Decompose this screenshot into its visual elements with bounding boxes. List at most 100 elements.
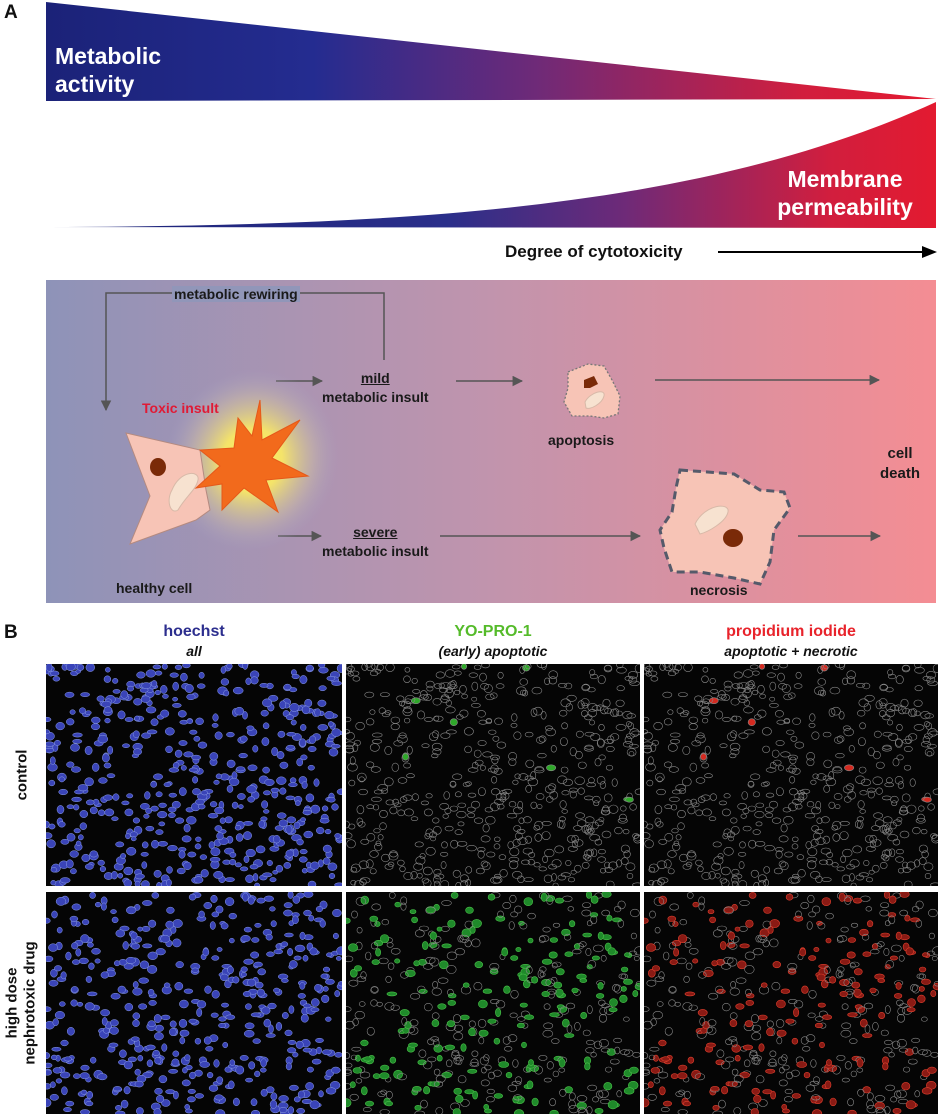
cell-blob bbox=[709, 793, 717, 801]
cell-blob bbox=[243, 926, 252, 933]
cell-blob bbox=[377, 834, 384, 841]
cell-blob bbox=[153, 1014, 162, 1024]
cell-blob bbox=[523, 877, 534, 882]
cell-blob bbox=[890, 1096, 897, 1103]
cell-blob bbox=[765, 767, 777, 773]
cell-blob bbox=[371, 796, 382, 802]
cell-blob bbox=[883, 947, 890, 956]
cell-blob bbox=[447, 1000, 457, 1006]
cell-blob bbox=[245, 1003, 252, 1010]
cell-blob bbox=[877, 941, 885, 948]
cell-blob bbox=[319, 817, 330, 824]
cell-blob bbox=[566, 1024, 573, 1034]
cell-blob bbox=[843, 796, 852, 803]
cell-blob bbox=[202, 948, 210, 957]
cell-blob bbox=[262, 872, 273, 878]
cell-blob bbox=[753, 1094, 762, 1103]
cell-blob bbox=[717, 690, 726, 699]
cell-blob bbox=[366, 833, 376, 842]
cell-blob bbox=[419, 690, 428, 699]
cell-blob bbox=[433, 880, 440, 886]
cell-blob bbox=[562, 778, 573, 786]
cell-blob bbox=[518, 973, 528, 982]
cell-blob bbox=[920, 829, 928, 835]
cell-blob bbox=[299, 738, 307, 747]
cell-blob bbox=[652, 965, 661, 972]
cell-blob bbox=[453, 1057, 461, 1065]
cell-blob bbox=[901, 1082, 911, 1091]
cell-blob bbox=[551, 1038, 560, 1044]
cell-blob bbox=[350, 670, 360, 677]
cell-blob bbox=[737, 960, 747, 970]
cell-blob bbox=[156, 882, 162, 886]
cell-blob bbox=[648, 867, 656, 873]
cell-blob bbox=[796, 854, 805, 860]
cell-blob bbox=[433, 715, 444, 722]
cell-blob bbox=[684, 1090, 691, 1100]
cell-blob bbox=[727, 732, 737, 741]
cell-blob bbox=[325, 1087, 337, 1095]
cell-blob bbox=[240, 966, 248, 973]
cell-blob bbox=[728, 1036, 738, 1042]
cell-blob bbox=[401, 753, 410, 763]
cell-blob bbox=[379, 1109, 390, 1114]
cell-blob bbox=[115, 841, 125, 848]
cell-blob bbox=[866, 877, 874, 883]
cell-blob bbox=[300, 1014, 309, 1023]
cell-blob bbox=[359, 1071, 371, 1079]
cell-blob bbox=[174, 664, 183, 670]
cell-blob bbox=[168, 1068, 179, 1074]
cell-blob bbox=[467, 812, 475, 819]
cell-blob bbox=[349, 1093, 359, 1101]
cell-blob bbox=[151, 892, 160, 899]
cell-blob bbox=[151, 839, 159, 849]
cell-blob bbox=[155, 791, 163, 798]
cell-blob bbox=[625, 721, 632, 728]
cell-blob bbox=[530, 801, 538, 809]
cell-blob bbox=[733, 671, 743, 679]
cell-blob bbox=[598, 1039, 609, 1048]
cell-blob bbox=[158, 821, 166, 827]
cell-blob bbox=[763, 879, 769, 886]
cell-blob bbox=[482, 988, 493, 994]
cell-blob bbox=[441, 1071, 452, 1079]
cell-blob bbox=[864, 1024, 871, 1034]
cell-blob bbox=[196, 1000, 207, 1009]
cell-blob bbox=[501, 948, 509, 957]
cell-blob bbox=[311, 1058, 322, 1065]
cell-blob bbox=[500, 792, 510, 800]
cell-blob bbox=[598, 754, 606, 761]
cell-blob bbox=[929, 730, 938, 736]
cell-blob bbox=[454, 670, 462, 676]
cell-blob bbox=[387, 962, 395, 970]
cell-blob bbox=[921, 1016, 928, 1022]
cell-blob bbox=[145, 1044, 156, 1051]
cell-blob bbox=[583, 849, 593, 858]
cell-blob bbox=[574, 750, 583, 760]
cell-blob bbox=[177, 710, 187, 718]
cell-blob bbox=[837, 971, 844, 978]
cell-blob bbox=[263, 895, 274, 902]
cell-blob bbox=[58, 821, 66, 828]
cell-blob bbox=[862, 933, 870, 941]
cell-death-label: cell death bbox=[880, 445, 921, 482]
cell-blob bbox=[265, 1033, 276, 1038]
cell-blob bbox=[364, 1100, 374, 1107]
cell-blob bbox=[609, 998, 618, 1007]
cell-blob bbox=[48, 943, 59, 952]
cell-blob bbox=[314, 708, 321, 717]
cell-blob bbox=[589, 912, 599, 918]
cell-blob bbox=[644, 917, 649, 924]
cell-blob bbox=[422, 963, 434, 970]
cell-blob bbox=[392, 798, 400, 806]
cell-blob bbox=[85, 664, 95, 672]
cell-blob bbox=[587, 828, 595, 835]
cell-blob bbox=[495, 683, 505, 689]
cell-blob bbox=[849, 873, 855, 882]
cell-blob bbox=[433, 1068, 441, 1076]
cell-blob bbox=[133, 698, 143, 706]
cell-blob bbox=[612, 708, 620, 717]
severe-insult-label: severe metabolic insult bbox=[322, 524, 429, 559]
cell-blob bbox=[371, 959, 380, 965]
cell-blob bbox=[656, 860, 667, 869]
